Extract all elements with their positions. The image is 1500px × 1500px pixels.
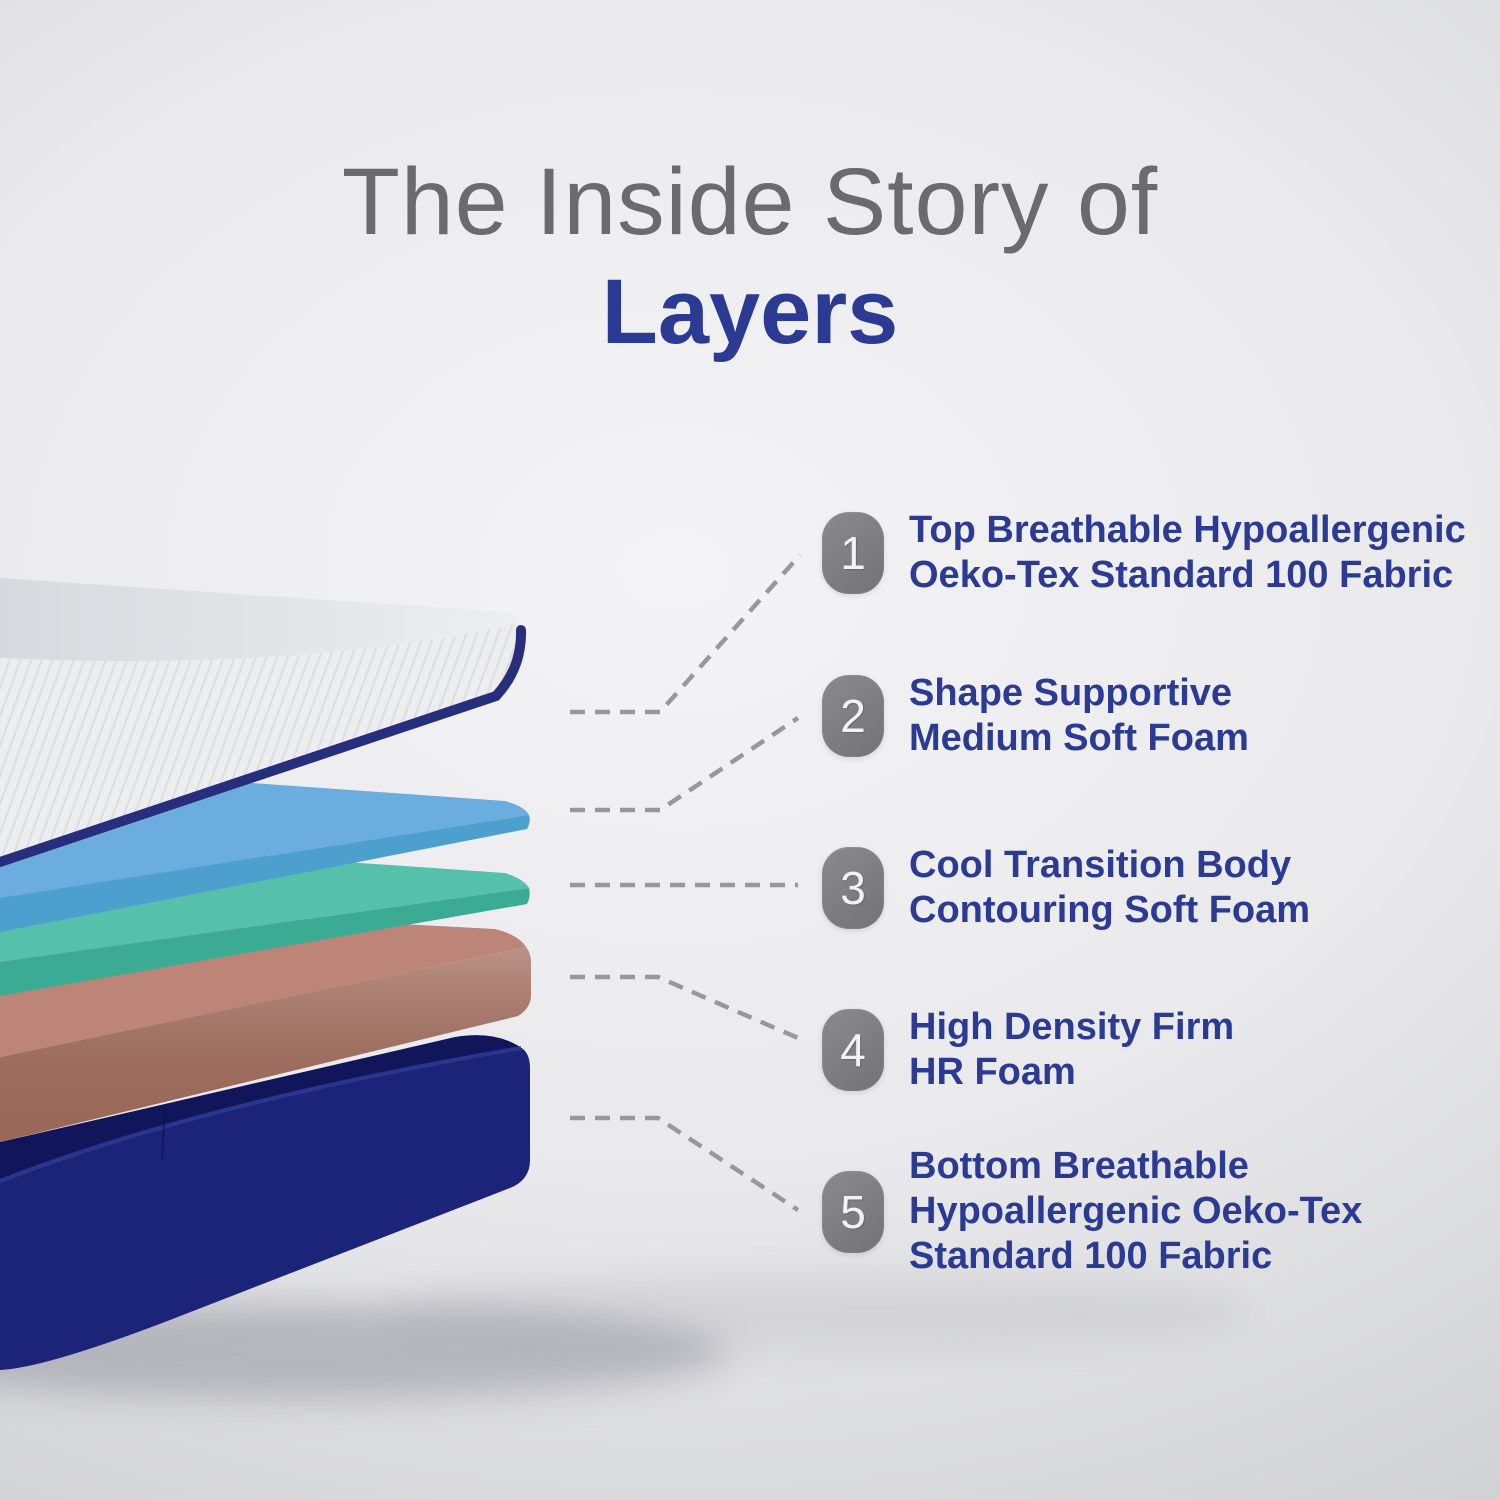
layer-4-shading <box>0 947 531 1142</box>
callout-4: 4 High Density Firm HR Foam <box>822 1005 1234 1095</box>
layer-2-medium-foam-front <box>0 815 530 932</box>
callout-3: 3 Cool Transition Body Contouring Soft F… <box>822 843 1310 933</box>
callout-4-line-1: High Density Firm <box>909 1006 1235 1048</box>
callout-2: 2 Shape Supportive Medium Soft Foam <box>822 671 1249 761</box>
layer-1-quilting-stripes <box>0 623 521 858</box>
callout-1-badge: 1 <box>822 512 884 594</box>
callout-4-badge: 4 <box>822 1009 884 1091</box>
callout-5-badge: 5 <box>822 1170 884 1253</box>
callout-1: 1 Top Breathable Hypoallergenic Oeko-Tex… <box>822 508 1466 598</box>
layer-1-top-sheen <box>0 578 519 662</box>
leader-line-5 <box>570 1115 800 1212</box>
callout-3-number: 3 <box>840 862 866 914</box>
callout-1-label: Top Breathable Hypoallergenic Oeko-Tex S… <box>909 508 1466 598</box>
callout-5: 5 Bottom Breathable Hypoallergenic Oeko-… <box>822 1144 1362 1279</box>
callout-5-line-2: Hypoallergenic Oeko-Tex <box>909 1190 1363 1232</box>
callout-5-number: 5 <box>840 1185 866 1238</box>
callout-3-line-2: Contouring Soft Foam <box>909 889 1311 931</box>
callout-2-line-1: Shape Supportive <box>909 672 1233 714</box>
callout-5-line-1: Bottom Breathable <box>909 1145 1249 1187</box>
callout-5-line-3: Standard 100 Fabric <box>909 1235 1273 1277</box>
title-prefix: The Inside Story of <box>341 149 1159 255</box>
callout-4-label: High Density Firm HR Foam <box>909 1005 1234 1095</box>
layer-5-base-front <box>0 1049 530 1370</box>
callout-2-line-2: Medium Soft Foam <box>909 717 1249 759</box>
layer-5-base-rim <box>0 1046 522 1183</box>
callout-2-number: 2 <box>840 690 866 742</box>
callout-5-label: Bottom Breathable Hypoallergenic Oeko-Te… <box>909 1144 1362 1279</box>
callout-2-label: Shape Supportive Medium Soft Foam <box>909 671 1249 761</box>
callout-3-badge: 3 <box>822 847 884 929</box>
floor-shadow-soft <box>390 1272 1250 1352</box>
page-title: The Inside Story of Layers <box>0 150 1500 362</box>
callout-4-line-2: HR Foam <box>909 1051 1076 1093</box>
leader-line-4 <box>570 974 799 1041</box>
callout-1-line-2: Oeko-Tex Standard 100 Fabric <box>909 554 1454 596</box>
layer-3-soft-foam-front <box>0 888 530 996</box>
title-highlight: Layers <box>601 261 899 363</box>
callout-2-badge: 2 <box>822 675 884 757</box>
callout-4-number: 4 <box>840 1024 866 1076</box>
layer-5-fold-seam <box>160 1107 167 1161</box>
leader-lines <box>570 553 802 1212</box>
leader-line-2 <box>570 716 800 813</box>
callout-1-line-1: Top Breathable Hypoallergenic <box>909 509 1466 551</box>
callout-1-number: 1 <box>840 527 866 579</box>
leader-line-1 <box>570 553 802 715</box>
callout-3-label: Cool Transition Body Contouring Soft Foa… <box>909 843 1310 933</box>
layer-1-navy-piping <box>0 625 527 867</box>
callout-3-line-1: Cool Transition Body <box>909 844 1292 886</box>
